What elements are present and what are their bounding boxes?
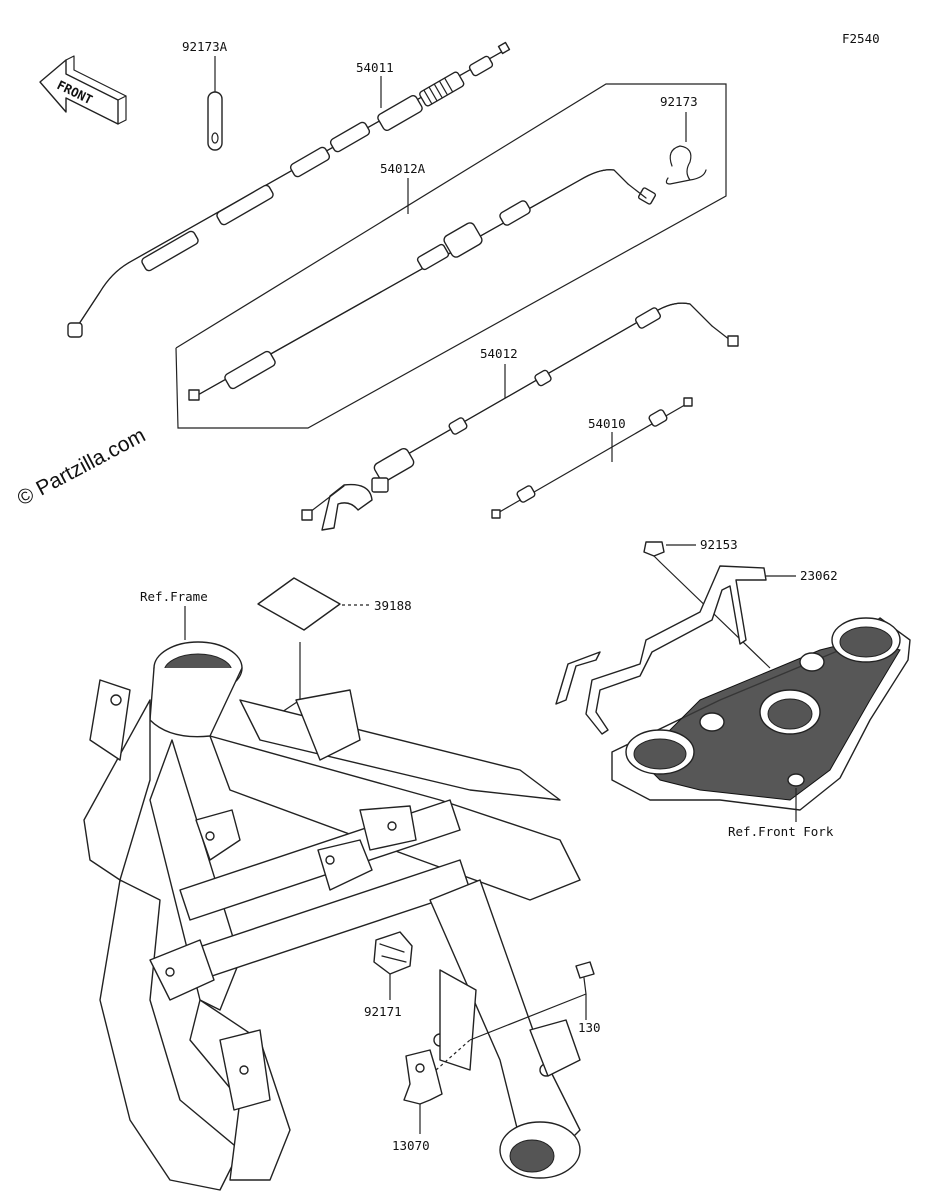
part-54012-cable[interactable]: 54012 (301, 302, 739, 531)
part-54010-cable[interactable]: 54010 (491, 397, 693, 519)
part-92173-clip[interactable]: 92173 (660, 94, 707, 185)
callout-ref-frame: Ref.Frame (140, 589, 208, 604)
part-23062-bracket[interactable]: 23062 (555, 565, 838, 735)
callout-92173: 92173 (660, 94, 698, 109)
watermark: © Partzilla.com (14, 424, 150, 511)
part-92173A-clip[interactable]: 92173A (182, 39, 228, 151)
callout-92173A: 92173A (182, 39, 228, 54)
callout-39188: 39188 (374, 598, 412, 613)
figure-code: F2540 (842, 31, 880, 46)
callout-130: 130 (578, 1020, 601, 1035)
callout-54010: 54010 (588, 416, 626, 431)
part-130-bolt[interactable]: 130 (469, 961, 601, 1041)
part-92153-bolt[interactable]: 92153 (643, 537, 771, 669)
callout-23062: 23062 (800, 568, 838, 583)
ref-front-fork-bracket[interactable]: Ref.Front Fork (611, 617, 911, 839)
part-13070-bracket[interactable]: 13070 (392, 1039, 471, 1153)
part-39188-label[interactable]: 39188 (257, 577, 412, 721)
front-direction-arrow-icon: FRONT (39, 55, 127, 125)
callout-13070: 13070 (392, 1138, 430, 1153)
callout-92153: 92153 (700, 537, 738, 552)
part-54011-cable[interactable]: 54011 (67, 41, 511, 338)
part-54012A-cable[interactable]: 54012A (188, 161, 657, 401)
callout-92171: 92171 (364, 1004, 402, 1019)
group-box-54012A (175, 83, 727, 429)
part-92171-clamp[interactable]: 92171 (364, 931, 413, 1019)
callout-54012: 54012 (480, 346, 518, 361)
callout-54011: 54011 (356, 60, 394, 75)
callout-54012A: 54012A (380, 161, 426, 176)
callout-ref-front-fork: Ref.Front Fork (728, 824, 834, 839)
ref-frame[interactable]: Ref.Frame (83, 589, 581, 1191)
